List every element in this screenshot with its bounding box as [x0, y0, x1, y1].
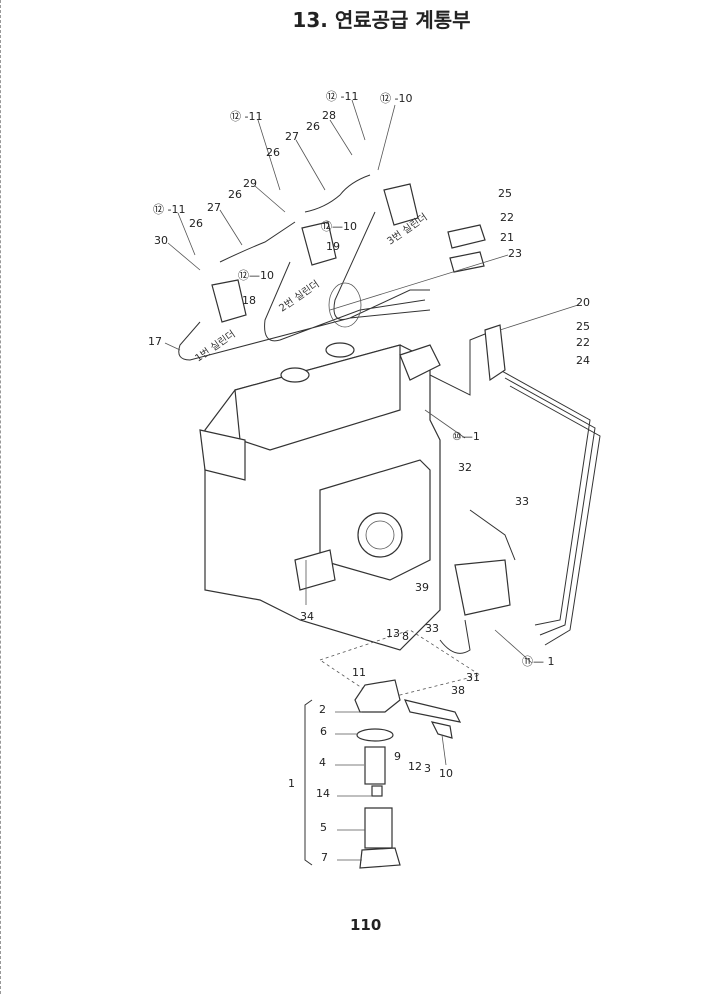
callout-c23: 23 — [508, 247, 522, 260]
callout-c12-11-a: ⑫ -11 — [230, 110, 262, 123]
callout-c3: 3 — [424, 762, 431, 775]
callout-c12-10-a: ⑫ -10 — [380, 92, 412, 105]
leader-lines — [164, 99, 579, 861]
callout-c28: 28 — [322, 109, 336, 122]
callout-c21: 21 — [500, 231, 514, 244]
callout-c24: 24 — [576, 354, 590, 367]
page-title: 13. 연료공급 계통부 — [292, 8, 471, 32]
callout-c10: 10 — [439, 767, 453, 780]
callout-c12-11-b: ⑫ -11 — [326, 90, 358, 103]
callout-c9: 9 — [394, 750, 401, 763]
callout-c8: 8 — [402, 630, 409, 643]
callout-c39: 39 — [415, 581, 429, 594]
callout-c20: 20 — [576, 296, 590, 309]
cylinder-2-label: 2번 실린더 — [277, 278, 322, 314]
callout-c29: 29 — [243, 177, 257, 190]
callout-c34: 34 — [300, 610, 314, 623]
callout-c22-b: 22 — [576, 336, 590, 349]
callout-c26-b: 26 — [266, 146, 280, 159]
callout-c18: 18 — [242, 294, 256, 307]
fuel-filter-assembly — [304, 629, 481, 869]
callout-c5: 5 — [320, 821, 327, 834]
callout-c22-a: 22 — [500, 211, 514, 224]
callout-c38: 38 — [451, 684, 465, 697]
callout-c1: 1 — [288, 777, 295, 790]
callout-c27-a: 27 — [285, 130, 299, 143]
callout-c7: 7 — [321, 851, 328, 864]
callout-c33-a: 33 — [515, 495, 529, 508]
callout-c4: 4 — [319, 756, 326, 769]
callout-c19: 19 — [326, 240, 340, 253]
callout-c26-d: 26 — [189, 217, 203, 230]
callout-c30: 30 — [154, 234, 168, 247]
callout-c33-b: 33 — [425, 622, 439, 635]
callout-c32: 32 — [458, 461, 472, 474]
callout-c25-b: 25 — [576, 320, 590, 333]
callout-c10-1: ⑩—1 — [452, 430, 480, 443]
callout-c11: 11 — [352, 666, 366, 679]
callout-c26-a: 26 — [306, 120, 320, 133]
callout-c12-11-c: ⑫ -11 — [153, 203, 185, 216]
callout-c2: 2 — [319, 703, 326, 716]
callout-c13: 13 — [386, 627, 400, 640]
page-edge — [0, 0, 2, 994]
callout-c14: 14 — [316, 787, 330, 800]
callout-c6: 6 — [320, 725, 327, 738]
callout-c11-1: ⑪— 1 — [522, 655, 555, 668]
cylinder-1-label: 1번 실린더 — [193, 328, 238, 364]
callout-c26-c: 26 — [228, 188, 242, 201]
callout-c12: 12 — [408, 760, 422, 773]
callout-c25-a: 25 — [498, 187, 512, 200]
callout-c12-10-c: ⑫—10 — [321, 220, 357, 233]
brackets — [447, 224, 506, 382]
callout-c27-b: 27 — [207, 201, 221, 214]
callout-c17: 17 — [148, 335, 162, 348]
fuel-injection-pipes — [178, 211, 601, 654]
callout-c31: 31 — [466, 671, 480, 684]
engine-block — [199, 342, 511, 651]
injectors — [211, 174, 419, 323]
callout-c12-10-b: ⑫—10 — [238, 269, 274, 282]
page-number: 110 — [350, 916, 382, 934]
